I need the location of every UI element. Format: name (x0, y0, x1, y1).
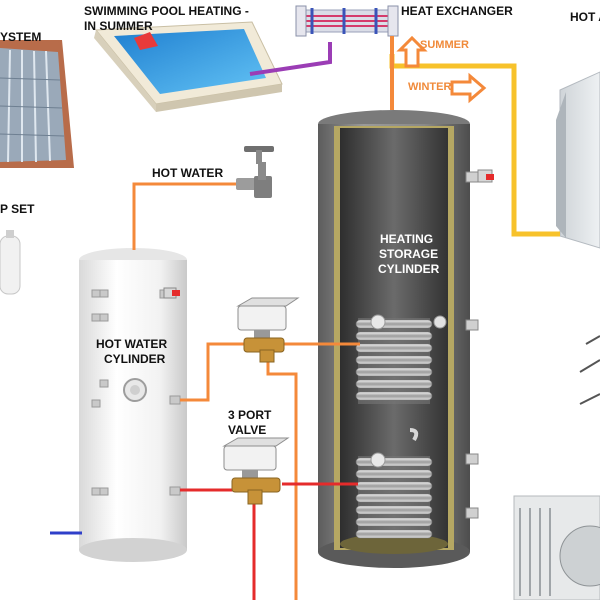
heating-storage-label-line3: CYLINDER (378, 262, 440, 276)
hot-water-pipe (132, 182, 244, 250)
outdoor-ac-unit (513, 495, 600, 600)
pool-heating-label-line2: IN SUMMER (84, 19, 153, 33)
heating-storage-label-line2: STORAGE (379, 247, 439, 261)
upper-valve-pipes (180, 342, 360, 600)
pool-heating-label-line1: SWIMMING POOL HEATING - (84, 4, 249, 18)
summer-label: SUMMER (420, 39, 469, 51)
water-tap-icon (236, 146, 274, 198)
heat-exchanger (295, 5, 399, 37)
heat-pump-indoor-unit (556, 71, 600, 249)
upper-three-port-valve-icon (236, 297, 300, 363)
hot-water-cylinder-label-line1: HOT WATER (96, 337, 168, 351)
hot-water-cylinder (79, 248, 187, 562)
support-rails (579, 335, 600, 405)
summer-arrow-icon (396, 35, 428, 68)
winter-arrow-icon (450, 72, 487, 104)
storage-red-valve (477, 169, 494, 183)
expansion-vessel (0, 230, 21, 295)
pump-set-label: P SET (0, 202, 35, 216)
lower-three-port-valve-icon (222, 437, 290, 505)
heat-exchanger-label: HEAT EXCHANGER (401, 4, 513, 18)
lower-coil (355, 428, 433, 539)
system-label: YSTEM (0, 30, 42, 44)
pool-return-pipe (249, 42, 332, 76)
heating-storage-cylinder (318, 110, 494, 568)
three-port-valve-label-line1: 3 PORT (228, 408, 272, 422)
cylinder-red-valve (163, 287, 180, 299)
solar-panel (0, 40, 74, 168)
three-port-valve-label-line2: VALVE (228, 423, 267, 437)
heating-storage-label-line1: HEATING (380, 232, 434, 246)
hot-water-label: HOT WATER (152, 166, 224, 180)
swimming-pool (94, 21, 283, 112)
hot-air-label: HOT A (570, 10, 600, 24)
hot-water-cylinder-label-line2: CYLINDER (104, 352, 166, 366)
winter-label: WINTER (408, 81, 452, 93)
upper-coil (355, 314, 433, 404)
